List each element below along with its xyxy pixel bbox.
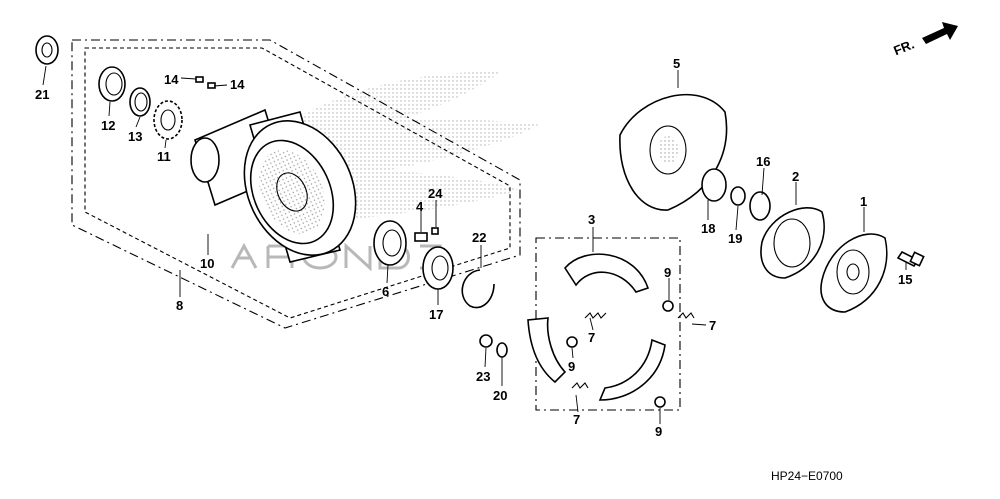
callout-20: 20	[493, 388, 507, 403]
part-21-washer	[35, 35, 59, 65]
part-24-pin	[431, 227, 439, 235]
callout-9-top: 9	[664, 265, 671, 280]
callout-19: 19	[728, 231, 742, 246]
front-direction-arrow: FR.	[891, 22, 958, 58]
part-9-nuts	[566, 300, 674, 408]
part-22-circlip	[461, 269, 495, 309]
callout-21: 21	[35, 87, 49, 102]
callout-9-middle: 9	[568, 359, 575, 374]
part-23-nut	[479, 334, 493, 348]
part-4-spring	[414, 232, 428, 242]
part-6-one-way-clutch	[373, 220, 407, 266]
callout-1: 1	[860, 194, 867, 209]
part-1-cover	[820, 233, 888, 313]
callout-23: 23	[476, 369, 490, 384]
part-5-drive-plate	[619, 93, 728, 211]
callout-7-middle: 7	[588, 330, 595, 345]
callout-16: 16	[756, 154, 770, 169]
callout-14-right: 14	[230, 77, 245, 92]
leader-lines	[42, 65, 907, 424]
callout-labels: 21 12 13 11 14 14 10 8 6 4 24 17 22 23 2…	[35, 56, 912, 439]
callout-5: 5	[673, 56, 680, 71]
callout-24: 24	[428, 186, 443, 201]
callout-6: 6	[382, 284, 389, 299]
direction-label: FR.	[891, 37, 916, 59]
callout-11: 11	[157, 149, 171, 164]
callout-10: 10	[200, 256, 214, 271]
part-10-clutch-drum	[190, 108, 357, 263]
callout-12: 12	[101, 118, 115, 133]
diagram-code: HP24−E0700	[771, 469, 843, 483]
callout-8: 8	[176, 298, 183, 313]
callout-4: 4	[416, 199, 424, 214]
callout-17: 17	[429, 307, 443, 322]
part-20-washer	[496, 342, 508, 358]
part-17-plate	[422, 246, 454, 290]
callout-7-right: 7	[709, 318, 716, 333]
part-15-bolt	[896, 250, 925, 268]
callout-2: 2	[792, 169, 799, 184]
part-12-seal	[98, 66, 126, 102]
part-3-clutch-shoes	[527, 253, 666, 401]
part-14-pins	[195, 76, 216, 89]
callout-13: 13	[128, 129, 142, 144]
part-11-gear	[153, 100, 183, 140]
callout-3: 3	[588, 212, 595, 227]
part-19-washer	[730, 186, 746, 206]
callout-14-left: 14	[164, 72, 179, 87]
callout-18: 18	[701, 221, 715, 236]
part-7-springs	[571, 312, 695, 389]
callout-22: 22	[472, 230, 486, 245]
callout-15: 15	[898, 272, 912, 287]
part-2-gasket	[760, 207, 825, 279]
callout-9-bottom: 9	[655, 424, 662, 439]
part-16-spring-holder	[749, 191, 771, 221]
callout-7-bottom: 7	[573, 412, 580, 427]
part-13-ring	[129, 87, 151, 117]
part-18-ratchet	[701, 168, 727, 202]
